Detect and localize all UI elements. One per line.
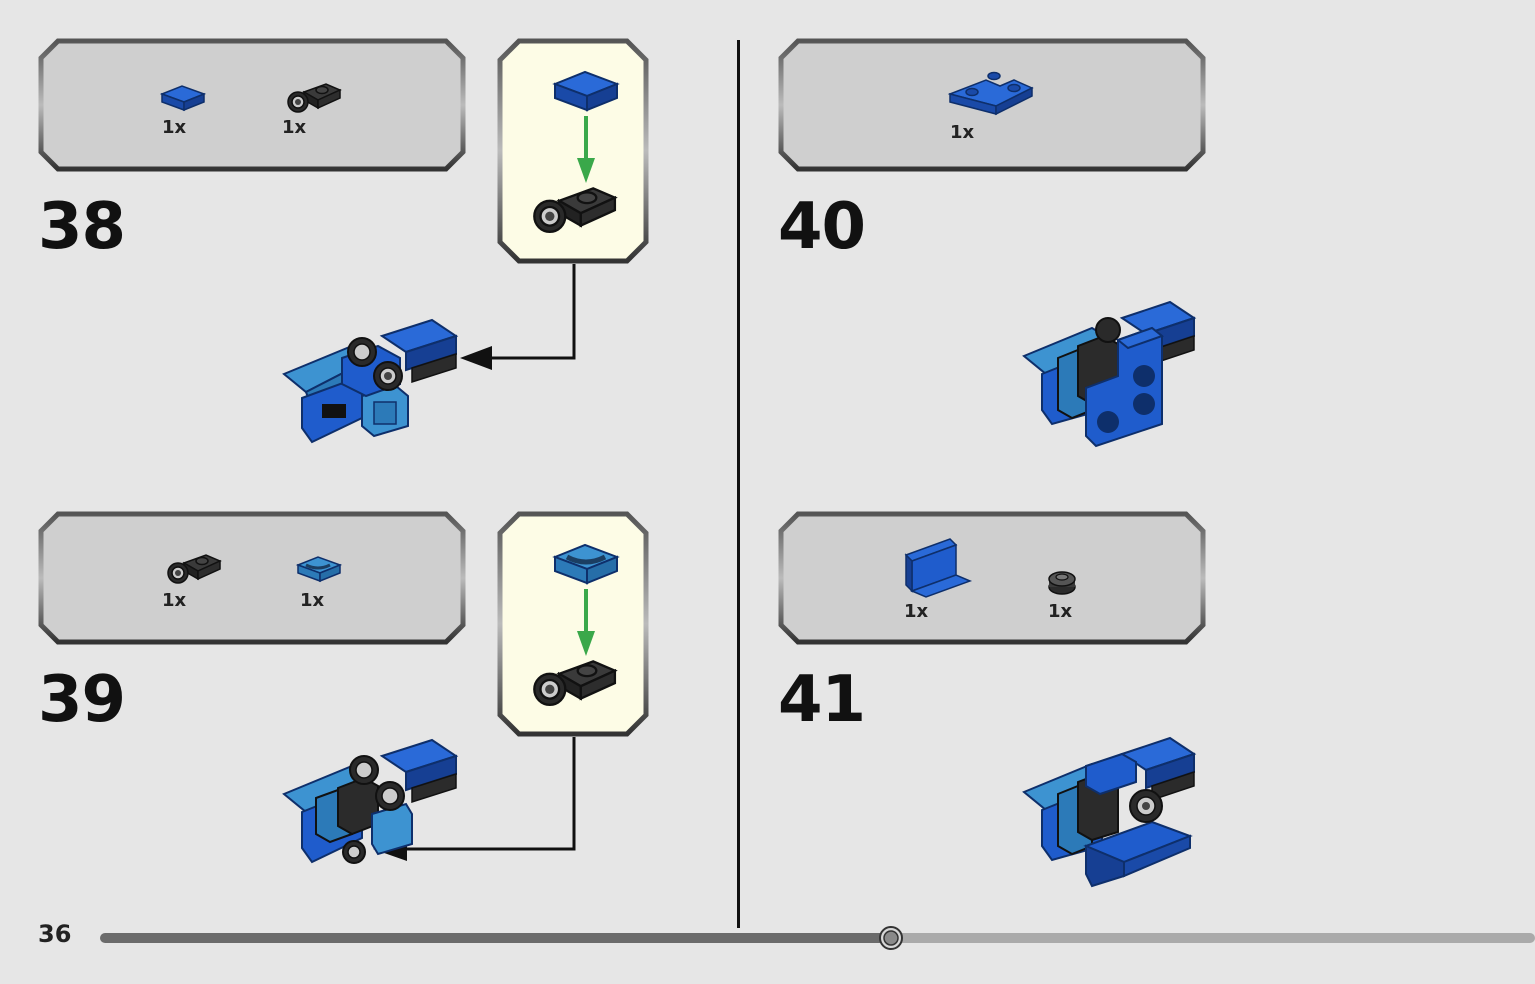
assembly-model-step-40 <box>1022 300 1197 448</box>
part-quantity: 1x <box>162 117 187 138</box>
black-round-plate-icon <box>1048 571 1076 595</box>
medium-blue-tile-icon <box>296 556 342 583</box>
parts-box-step-39: 1x 1x <box>38 511 466 645</box>
page-number: 36 <box>38 920 72 948</box>
assembly-model-step-39 <box>282 738 459 864</box>
connector-arrow <box>460 264 576 370</box>
part-quantity: 1x <box>950 122 975 143</box>
step-number: 41 <box>778 663 866 737</box>
part-quantity: 1x <box>904 601 929 622</box>
progress-bar-filled <box>100 933 890 943</box>
part-quantity: 1x <box>282 117 307 138</box>
parts-box-step-40: 1x <box>778 38 1206 172</box>
black-wheel-plate-icon <box>162 547 222 587</box>
blue-tile-icon <box>160 85 206 112</box>
assembly-model-step-41 <box>1022 736 1197 888</box>
step-number: 40 <box>778 190 866 264</box>
column-divider <box>737 40 740 928</box>
part-quantity: 1x <box>162 590 187 611</box>
step-number: 38 <box>38 190 126 264</box>
progress-bar-remaining <box>890 933 1535 943</box>
blue-bracket-icon <box>904 538 973 598</box>
sub-assembly-callout <box>497 511 649 737</box>
black-wheel-plate-icon <box>282 76 342 116</box>
blue-corner-plate-icon <box>948 71 1034 116</box>
parts-box-step-38: 1x 1x <box>38 38 466 172</box>
part-quantity: 1x <box>1048 601 1073 622</box>
progress-thumb[interactable] <box>878 925 904 951</box>
assembly-model-step-38 <box>282 318 459 444</box>
parts-box-step-41: 1x 1x <box>778 511 1206 645</box>
part-quantity: 1x <box>300 590 325 611</box>
step-number: 39 <box>38 663 126 737</box>
sub-assembly-callout <box>497 38 649 264</box>
